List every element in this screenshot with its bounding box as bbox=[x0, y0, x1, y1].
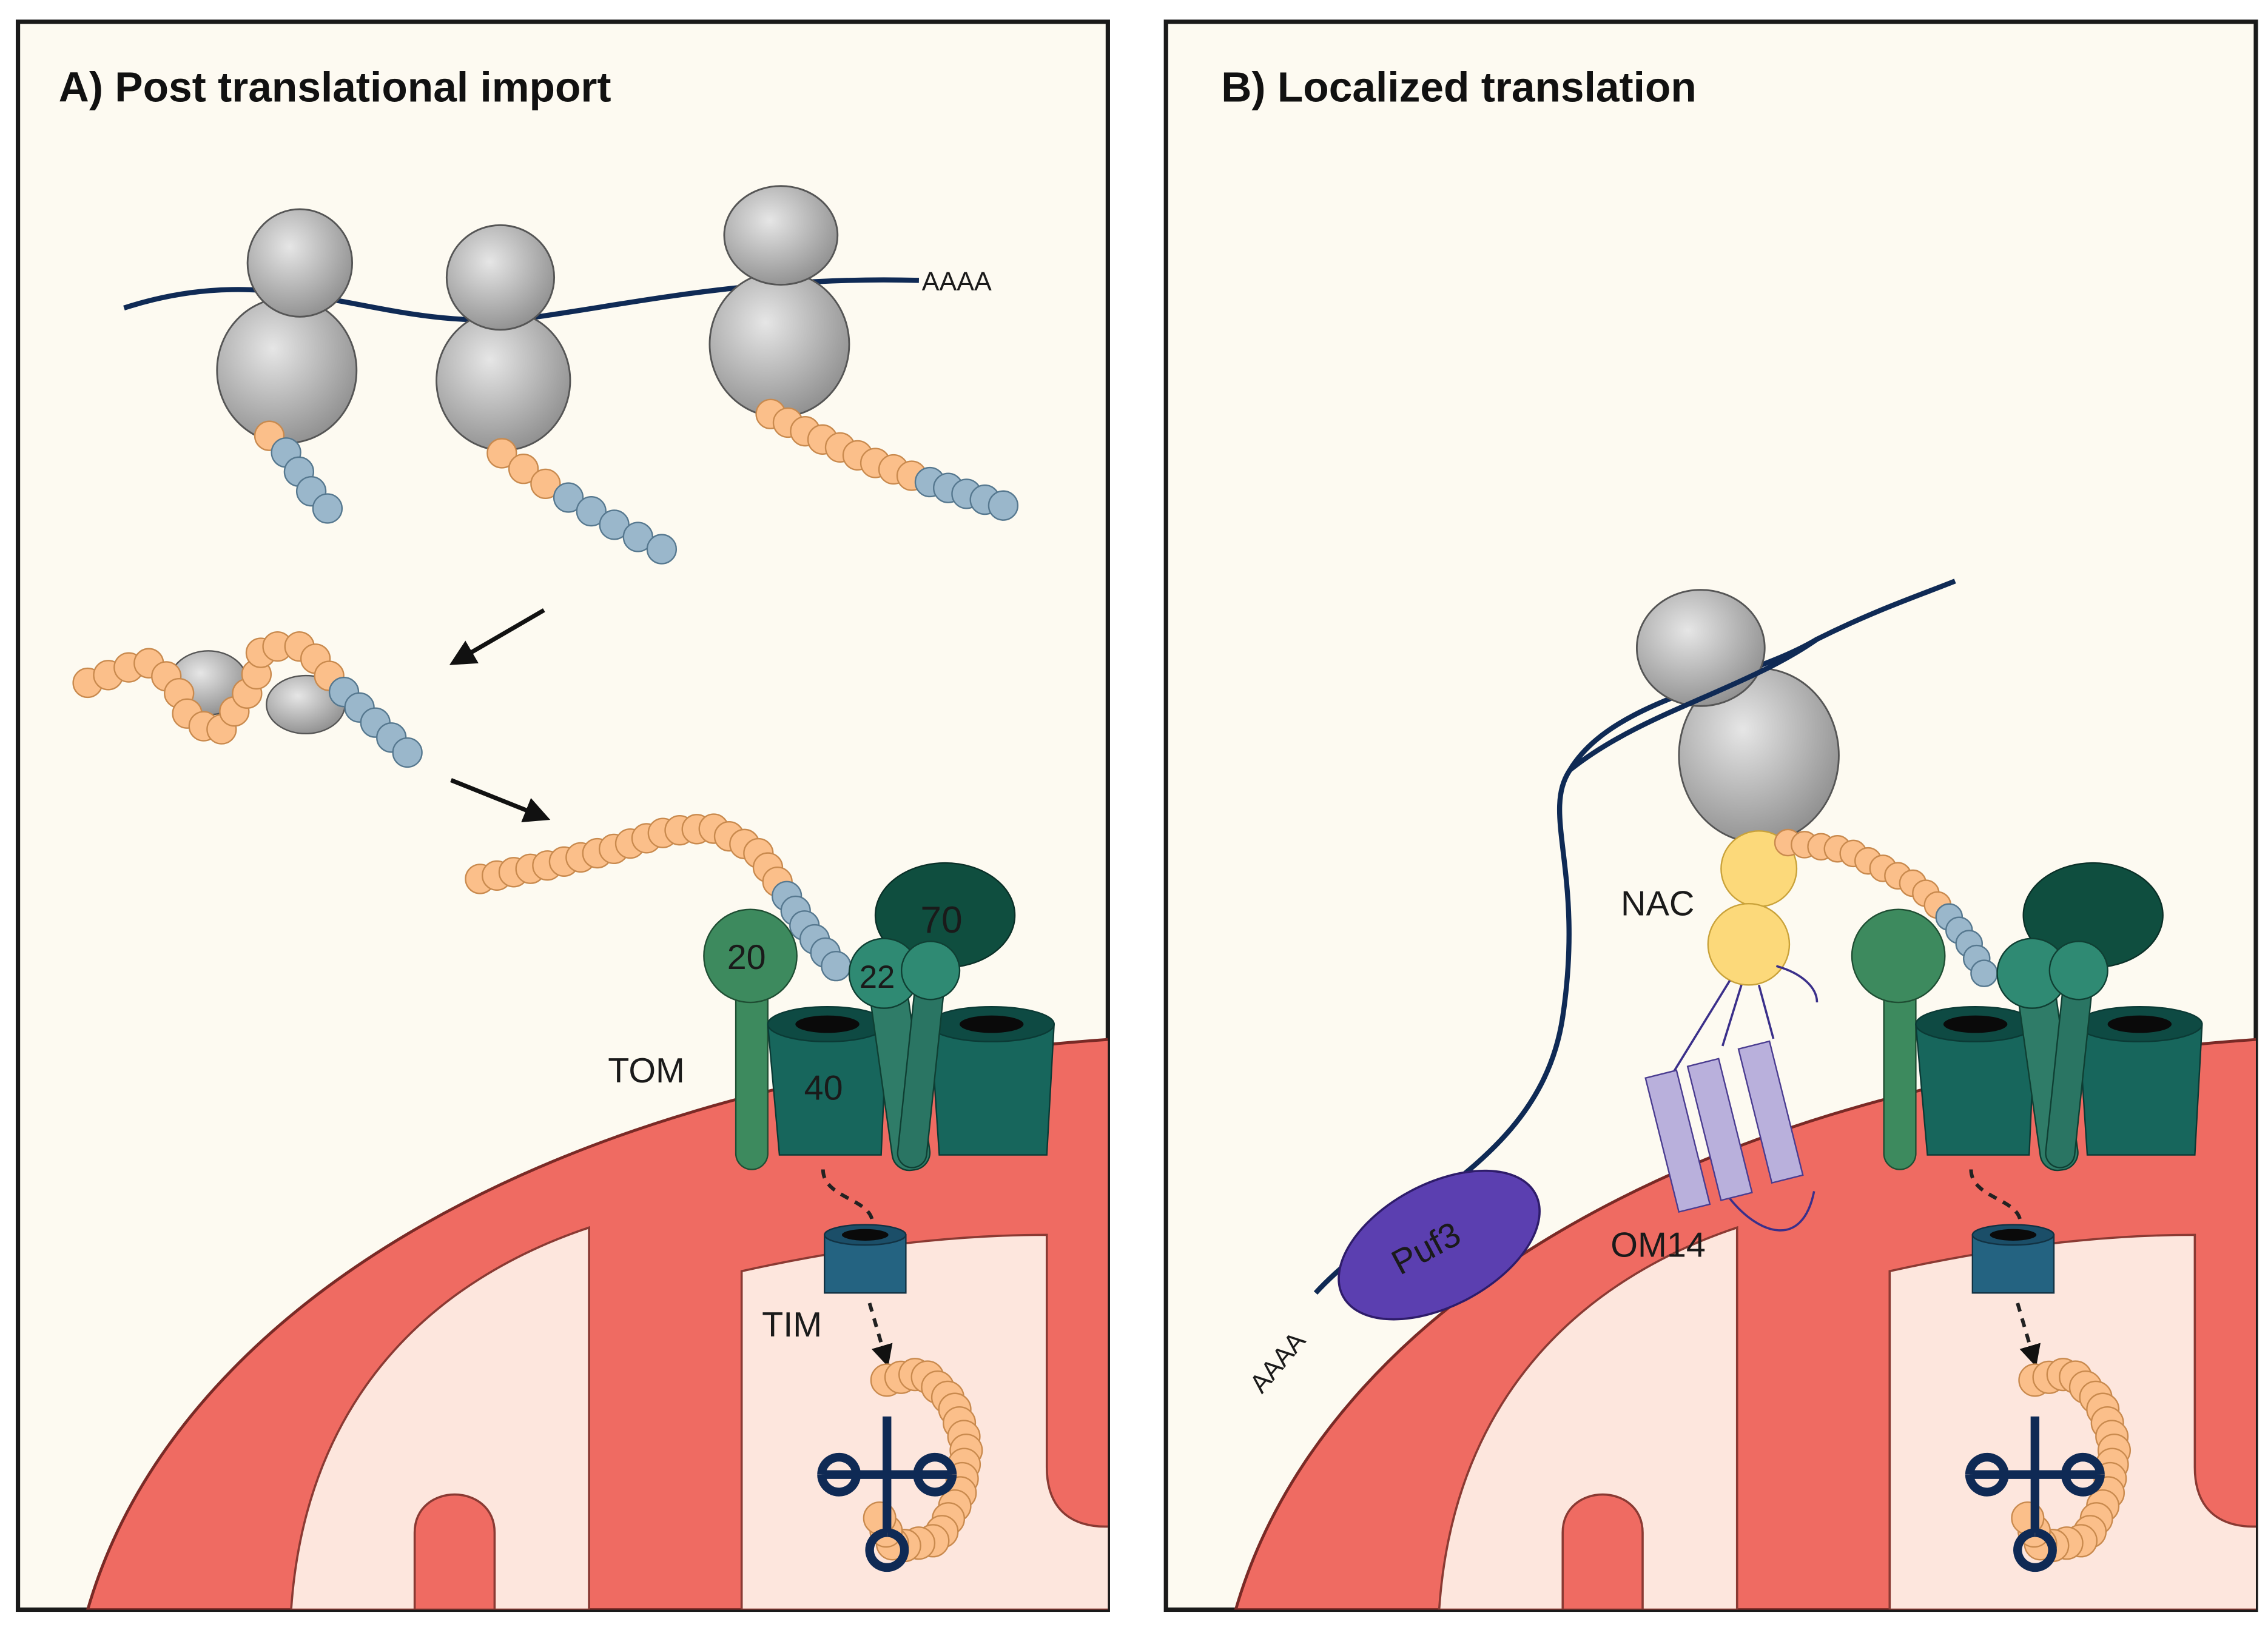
chain-bead bbox=[312, 493, 343, 524]
tom-label: TOM bbox=[608, 1051, 685, 1090]
chain-bead bbox=[576, 495, 607, 527]
matrix-a bbox=[290, 1226, 590, 1610]
nac-label: NAC bbox=[1621, 884, 1694, 923]
trna-path bbox=[817, 1416, 957, 1572]
chain-bead bbox=[530, 468, 561, 500]
trna-icon-b bbox=[1965, 1416, 2105, 1572]
chain-bead bbox=[553, 482, 584, 513]
nascent-chains-a bbox=[254, 398, 1019, 565]
arrow-release bbox=[449, 608, 545, 665]
tom-complex-a: 70 20 40 22 bbox=[703, 862, 1055, 1172]
om14-tethers bbox=[1671, 965, 1819, 1232]
nascent-chain-b bbox=[1774, 828, 1998, 987]
ribosome-a3 bbox=[708, 185, 850, 418]
om14-label: OM14 bbox=[1610, 1226, 1706, 1264]
importing-chain-a bbox=[465, 813, 852, 982]
chain-bead bbox=[646, 534, 678, 565]
chain-bead bbox=[988, 490, 1019, 521]
ribosome-b bbox=[1635, 589, 1840, 844]
free-precursor-chain bbox=[72, 631, 423, 768]
tom70-label: 70 bbox=[920, 899, 962, 941]
tim-label: TIM bbox=[762, 1306, 822, 1344]
chain-bead bbox=[508, 454, 539, 485]
polya-label-a: AAAA bbox=[922, 267, 992, 297]
import-path-dash-b bbox=[1969, 1169, 2022, 1224]
chain-bead bbox=[392, 737, 423, 768]
om14-protein bbox=[1644, 1040, 1804, 1213]
arrow-into-matrix-b bbox=[2016, 1303, 2041, 1367]
trna-path bbox=[1965, 1416, 2105, 1572]
chain-bead bbox=[622, 522, 653, 552]
panel-a-title: A) Post translational import bbox=[59, 64, 611, 111]
import-path-dash-a bbox=[821, 1169, 875, 1224]
matrix-protein-a bbox=[863, 1358, 983, 1563]
tom40-label: 40 bbox=[804, 1069, 843, 1108]
tim-complex-b bbox=[1971, 1224, 2055, 1294]
ribosome-a2 bbox=[436, 224, 571, 452]
chain-bead bbox=[821, 950, 852, 982]
panel-b: B) Localized translation AAAA Puf3 NAC bbox=[1163, 19, 2258, 1612]
tom22-label: 22 bbox=[860, 959, 895, 995]
ribosome-a1 bbox=[216, 208, 358, 444]
tom20-label: 20 bbox=[727, 938, 766, 977]
puf3-protein: Puf3 bbox=[1338, 1169, 1541, 1321]
tom20-receptor bbox=[703, 908, 798, 1004]
arrow-into-matrix-a bbox=[867, 1303, 893, 1367]
arrow-to-tom bbox=[450, 778, 551, 822]
panel-b-title: B) Localized translation bbox=[1221, 64, 1697, 111]
chain-bead bbox=[486, 438, 517, 469]
tim-complex-a bbox=[824, 1224, 907, 1294]
mrna-b bbox=[1313, 579, 1956, 1295]
chain-bead bbox=[599, 509, 630, 540]
trna-icon-a bbox=[817, 1416, 957, 1572]
chain-bead bbox=[1970, 959, 1998, 987]
panel-a: A) Post translational import AAAA bbox=[15, 19, 1110, 1612]
tom-complex-b bbox=[1851, 862, 2203, 1172]
